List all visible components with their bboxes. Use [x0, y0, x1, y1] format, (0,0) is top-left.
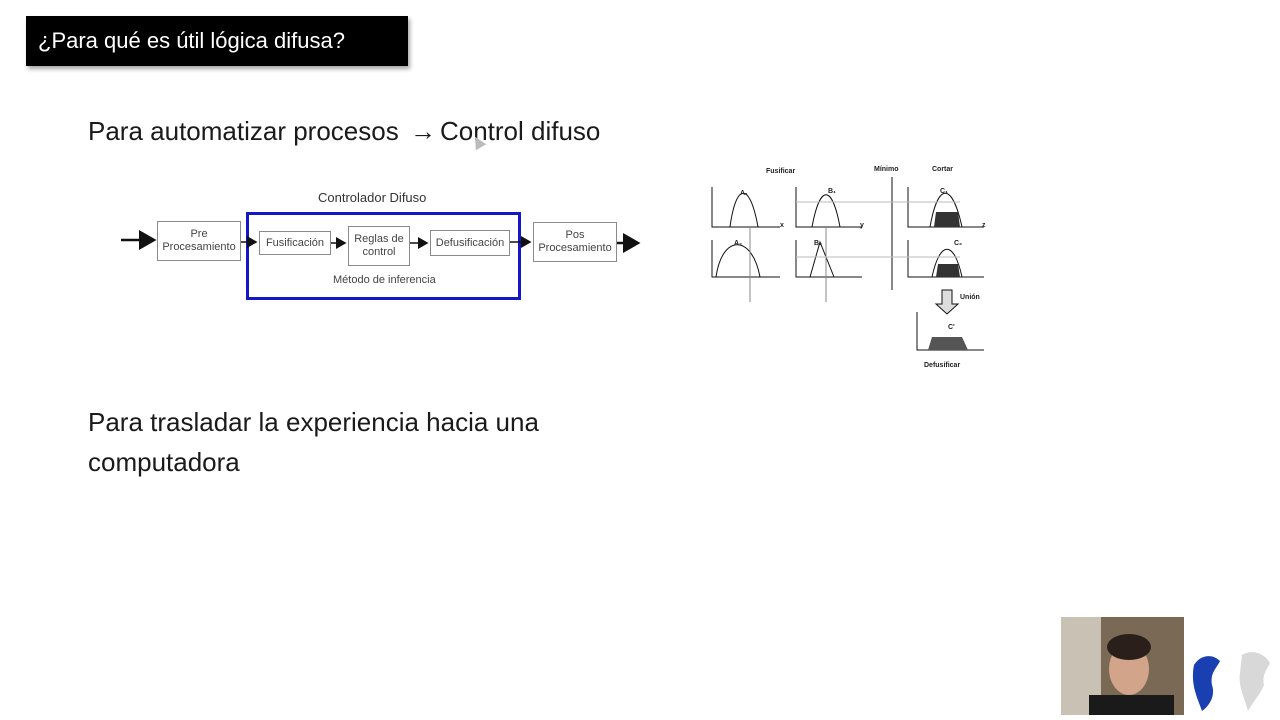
cortar-label: Cortar: [932, 166, 954, 173]
world-map-logo-icon: [1186, 645, 1276, 715]
slide-title-text: ¿Para qué es útil lógica difusa?: [38, 28, 345, 53]
slide-title: ¿Para qué es útil lógica difusa?: [26, 16, 408, 66]
c1-label: C₁: [940, 188, 948, 195]
right-arrow-icon: →: [409, 116, 436, 146]
c-prime-label: C': [948, 324, 955, 331]
controller-box: [246, 212, 521, 300]
c2-label: C₂: [954, 240, 963, 247]
x-axis-label: x: [780, 222, 784, 229]
defusificar-label: Defusificar: [924, 362, 961, 369]
fuzzification-block: Fusificación: [259, 231, 331, 255]
defuzzification-block: Defusificación: [430, 230, 510, 256]
bullet-automatizar: Para automatizar procesos →Control difus…: [88, 116, 600, 147]
fuzzy-inference-figure: Fusificar Mínimo Cortar A₁ B₁ C₁ A₂ B₂ C…: [700, 162, 1000, 377]
world-map-image: [1192, 652, 1270, 711]
presenter-webcam: [1061, 617, 1184, 715]
a2-label: A₂: [734, 240, 743, 247]
z-axis-label: z: [982, 222, 986, 229]
controller-title: Controlador Difuso: [318, 190, 427, 205]
bullet-automatizar-text: Para automatizar procesos: [88, 116, 399, 146]
fusificar-label: Fusificar: [766, 168, 796, 175]
b1-label: B₁: [828, 188, 836, 195]
bullet-control-difuso-text: Control difuso: [439, 116, 601, 146]
bullet-trasladar: Para trasladar la experiencia hacia una …: [88, 407, 539, 477]
inference-method-label: Método de inferencia: [333, 274, 436, 286]
y-axis-label: y: [860, 222, 864, 229]
control-rules-block: Reglas de control: [348, 226, 410, 266]
pre-processing-block: Pre Procesamiento: [157, 221, 241, 261]
a1-label: A₁: [740, 190, 748, 197]
fuzzy-inference-plots: [711, 177, 984, 351]
b2-label: B₂: [814, 240, 823, 247]
presenter-image: [1061, 617, 1184, 715]
union-label: Unión: [960, 294, 980, 301]
post-processing-block: Pos Procesamiento: [533, 222, 617, 262]
minimo-label: Mínimo: [874, 166, 899, 173]
